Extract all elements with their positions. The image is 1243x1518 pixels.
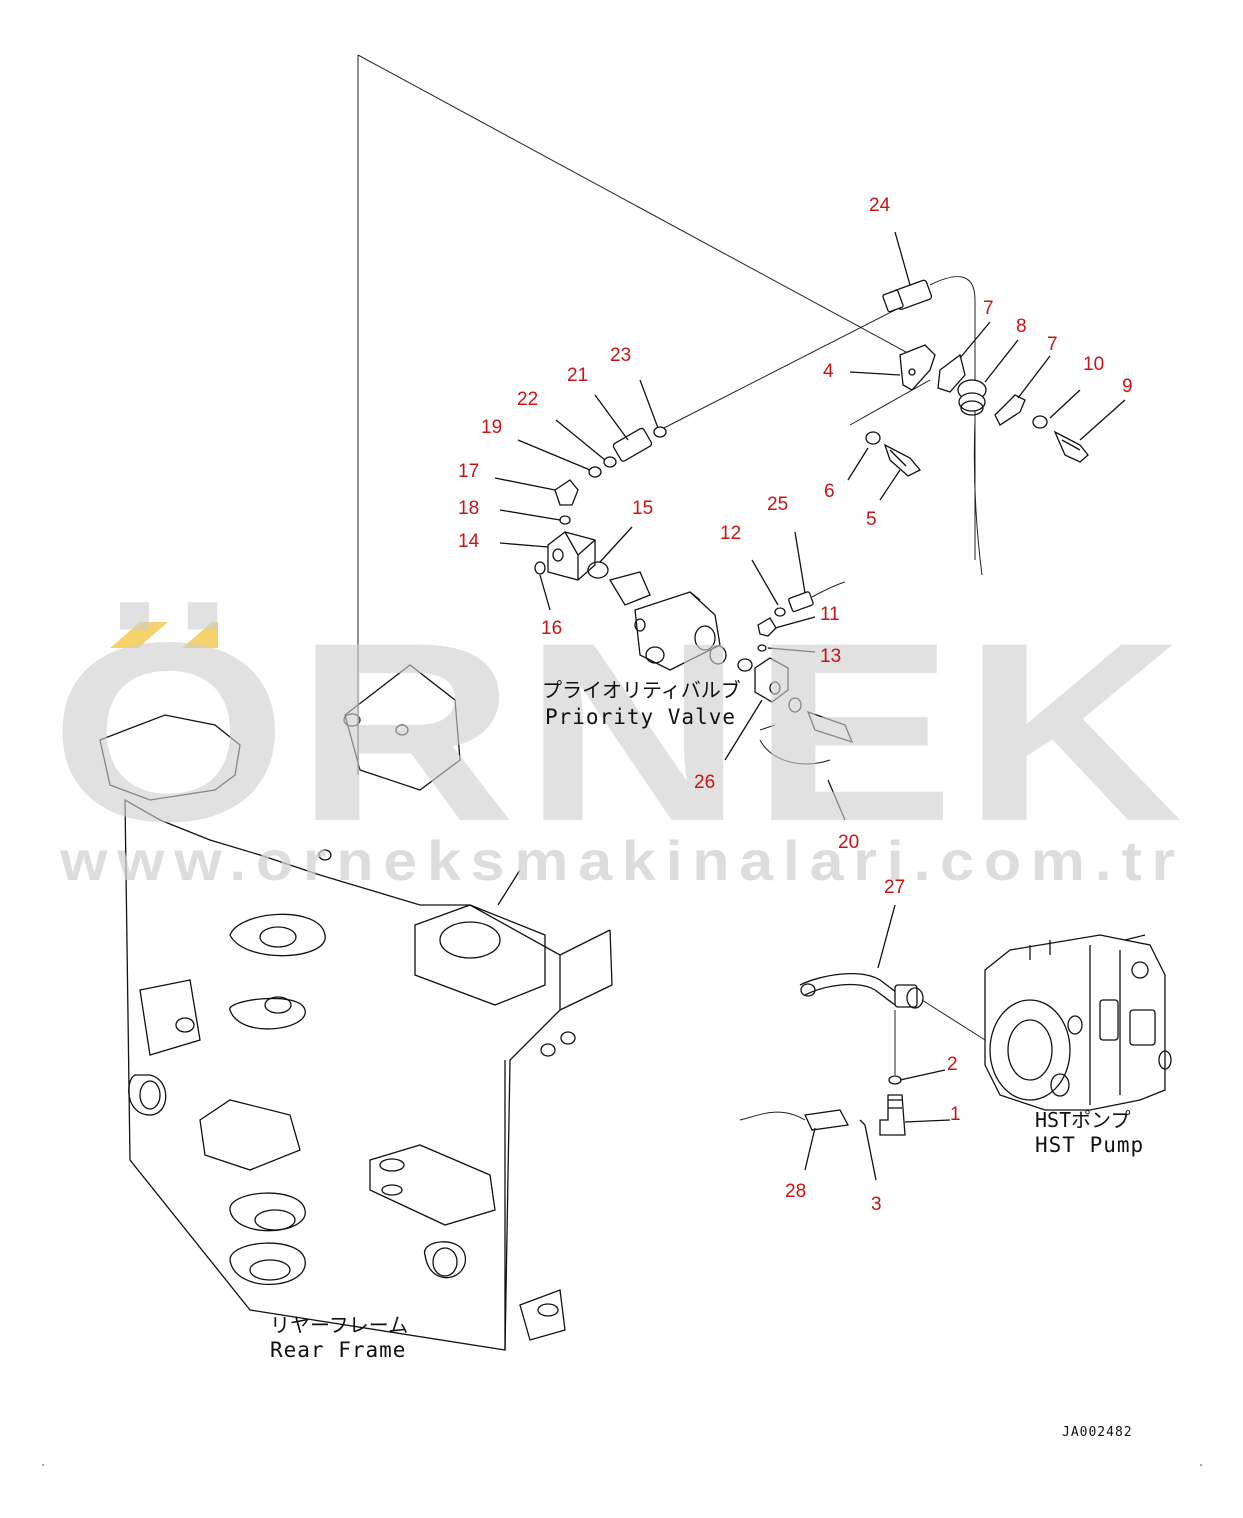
clamp-assembly: [849, 344, 1089, 463]
hst-pump-drawing: [984, 934, 1172, 1111]
callout-1: 1: [950, 1104, 961, 1125]
watermark-brand: ÖRNEK: [50, 590, 1190, 875]
watermark-url: www.orneksmakinalari.com.tr: [59, 829, 1185, 892]
callout-10: 10: [1083, 354, 1104, 375]
callout-23: 23: [610, 345, 631, 366]
callout-22: 22: [517, 389, 538, 410]
component-labels: プライオリティバルブ Priority Valve HSTポンプ HST Pum…: [270, 678, 1144, 1440]
callout-20: 20: [838, 832, 859, 853]
callout-4: 4: [823, 361, 834, 382]
callout-8: 8: [1016, 316, 1027, 337]
rear-frame-drawing: [99, 664, 613, 1351]
watermark-accent-right: [182, 622, 218, 648]
fittings-19-23: [588, 426, 667, 478]
callout-9: 9: [1122, 376, 1133, 397]
callout-14: 14: [458, 531, 480, 552]
hose-24-curve: [929, 276, 976, 560]
hydraulic-line-hose: [659, 309, 896, 431]
callout-11: 11: [820, 604, 840, 625]
callout-5: 5: [866, 509, 877, 530]
callout-6: 6: [824, 481, 835, 502]
block-14: [534, 531, 609, 581]
callout-21: 21: [567, 365, 588, 386]
hst-pump-label-jp: HSTポンプ: [1035, 1108, 1131, 1132]
leader-lines: [494, 231, 1126, 1181]
fittings-11-13-25: [757, 581, 846, 652]
hst-pump-label-en: HST Pump: [1035, 1133, 1144, 1157]
watermark-accent-left: [110, 622, 168, 648]
callout-16: 16: [541, 618, 562, 639]
callout-27: 27: [884, 877, 905, 898]
callout-3: 3: [871, 1194, 882, 1215]
elbow-17: [554, 479, 579, 525]
drawing-code: JA002482: [1062, 1425, 1133, 1440]
callout-25: 25: [767, 494, 788, 515]
priority-valve-label-jp: プライオリティバルブ: [542, 678, 741, 702]
callout-13: 13: [820, 646, 841, 667]
callout-12: 12: [720, 523, 741, 544]
callout-26: 26: [694, 772, 715, 793]
hydraulic-line-diagonal: [357, 54, 931, 366]
callout-15: 15: [632, 498, 653, 519]
callouts: 1 2 3 4 5 6 7 7 8 9 10 11 12 13 14 15 16…: [458, 195, 1133, 1215]
priority-valve-drawing: [608, 571, 727, 671]
hose-27-fittings: [739, 973, 986, 1136]
line-art: [99, 54, 1172, 1351]
callout-7b: 7: [1047, 334, 1058, 355]
callout-19: 19: [481, 417, 502, 438]
bolt-5-washer-6: [865, 431, 922, 477]
watermark: ÖRNEK www.orneksmakinalari.com.tr: [50, 590, 1190, 892]
rear-frame-label-en: Rear Frame: [270, 1338, 406, 1362]
block-26-tube-20: [737, 657, 854, 765]
callout-2: 2: [947, 1054, 958, 1075]
rear-frame-label-jp: リヤーフレーム: [270, 1313, 408, 1337]
callout-7a: 7: [983, 298, 994, 319]
fitting-24: [882, 279, 933, 313]
callout-18: 18: [458, 498, 479, 519]
hose-lower-right: [973, 419, 983, 576]
callout-28: 28: [785, 1181, 806, 1202]
callout-17: 17: [458, 461, 479, 482]
priority-valve-label-en: Priority Valve: [545, 705, 736, 729]
callout-24: 24: [869, 195, 891, 216]
